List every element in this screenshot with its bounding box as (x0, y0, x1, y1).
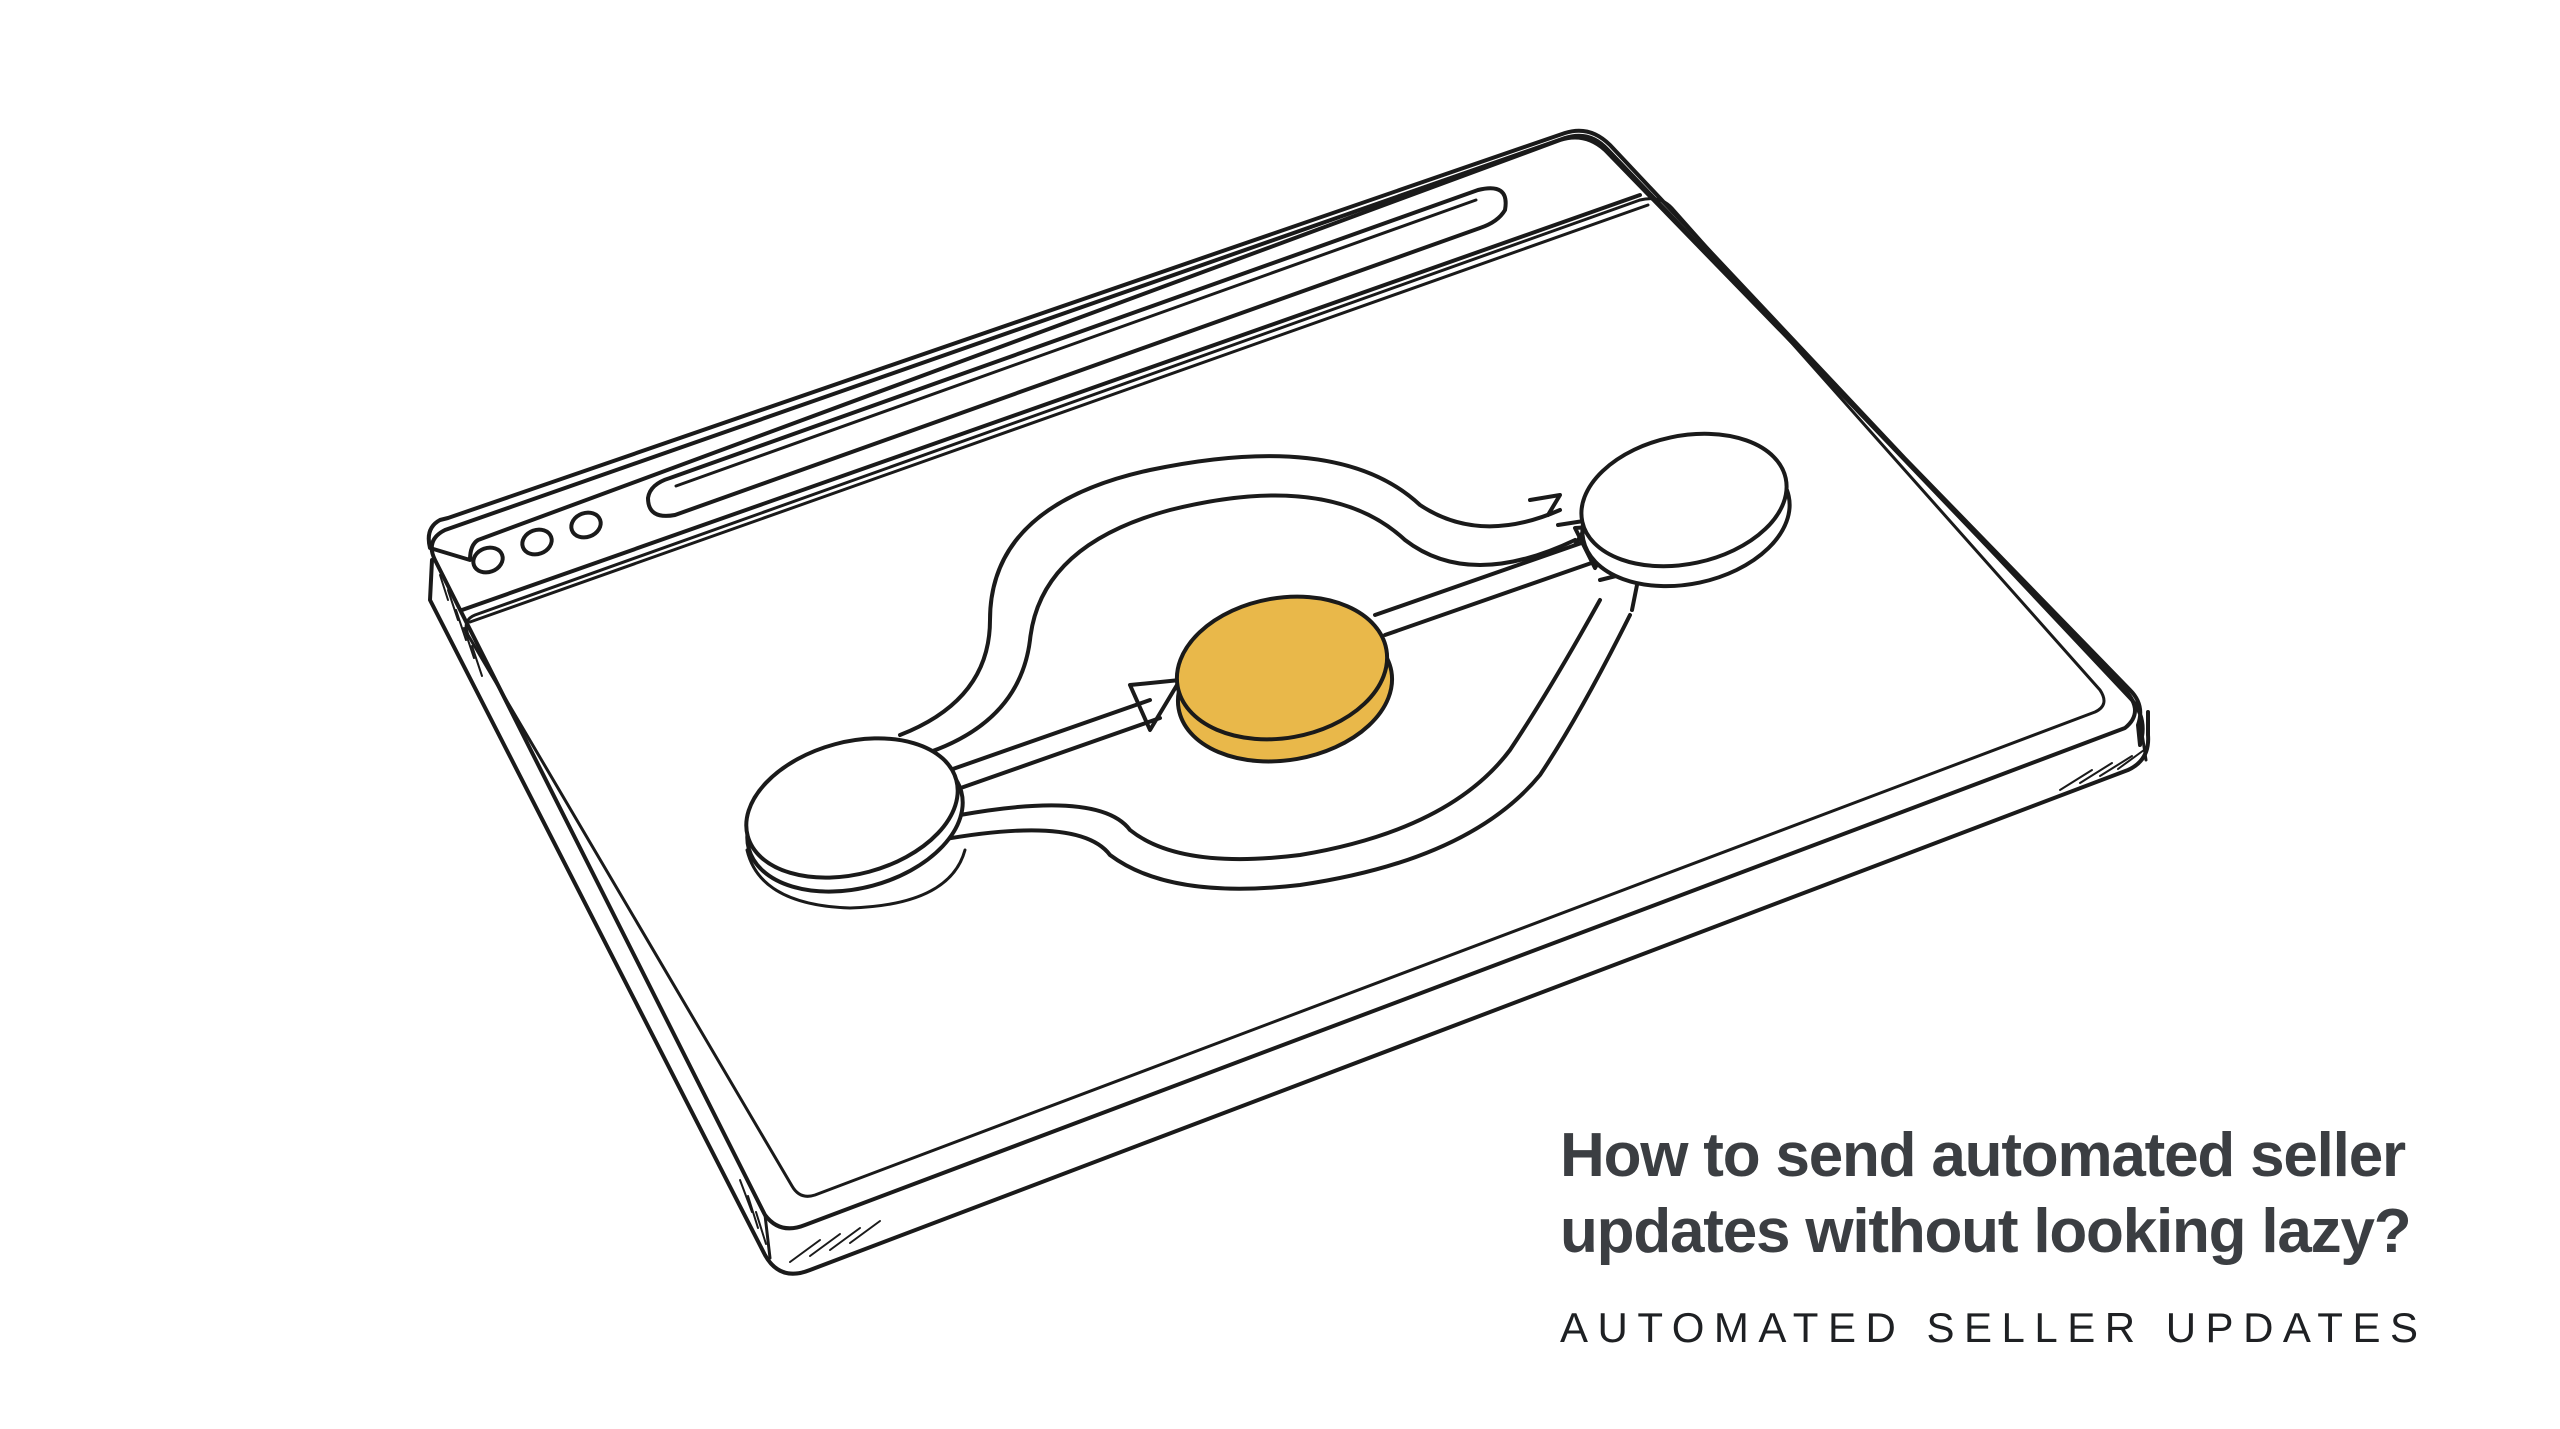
headline-line-1: How to send automated seller (1560, 1121, 2406, 1190)
side-hatching-left (439, 574, 767, 1245)
window-dot-2-icon (520, 527, 554, 557)
workflow-node-accent-icon (1174, 594, 1395, 764)
workflow-nodes (744, 431, 1792, 910)
window-dot-3-icon (569, 510, 603, 540)
topic-kicker: AUTOMATED SELLER UPDATES (1560, 1304, 2428, 1351)
side-hatching-bottom (789, 749, 2145, 1263)
window-base (426, 128, 2151, 1276)
headline-line-2: updates without looking lazy? (1560, 1197, 2412, 1266)
window-dot-1-icon (471, 545, 505, 575)
workflow-node-end-icon (1579, 431, 1792, 589)
page-headline: How to send automated seller updates wit… (1560, 1118, 2520, 1270)
browser-toolbar (471, 186, 1508, 575)
workflow-node-start-icon (744, 736, 967, 910)
workflow-connectors (898, 454, 1642, 891)
window-screen (460, 193, 2106, 1198)
address-bar (646, 186, 1508, 518)
